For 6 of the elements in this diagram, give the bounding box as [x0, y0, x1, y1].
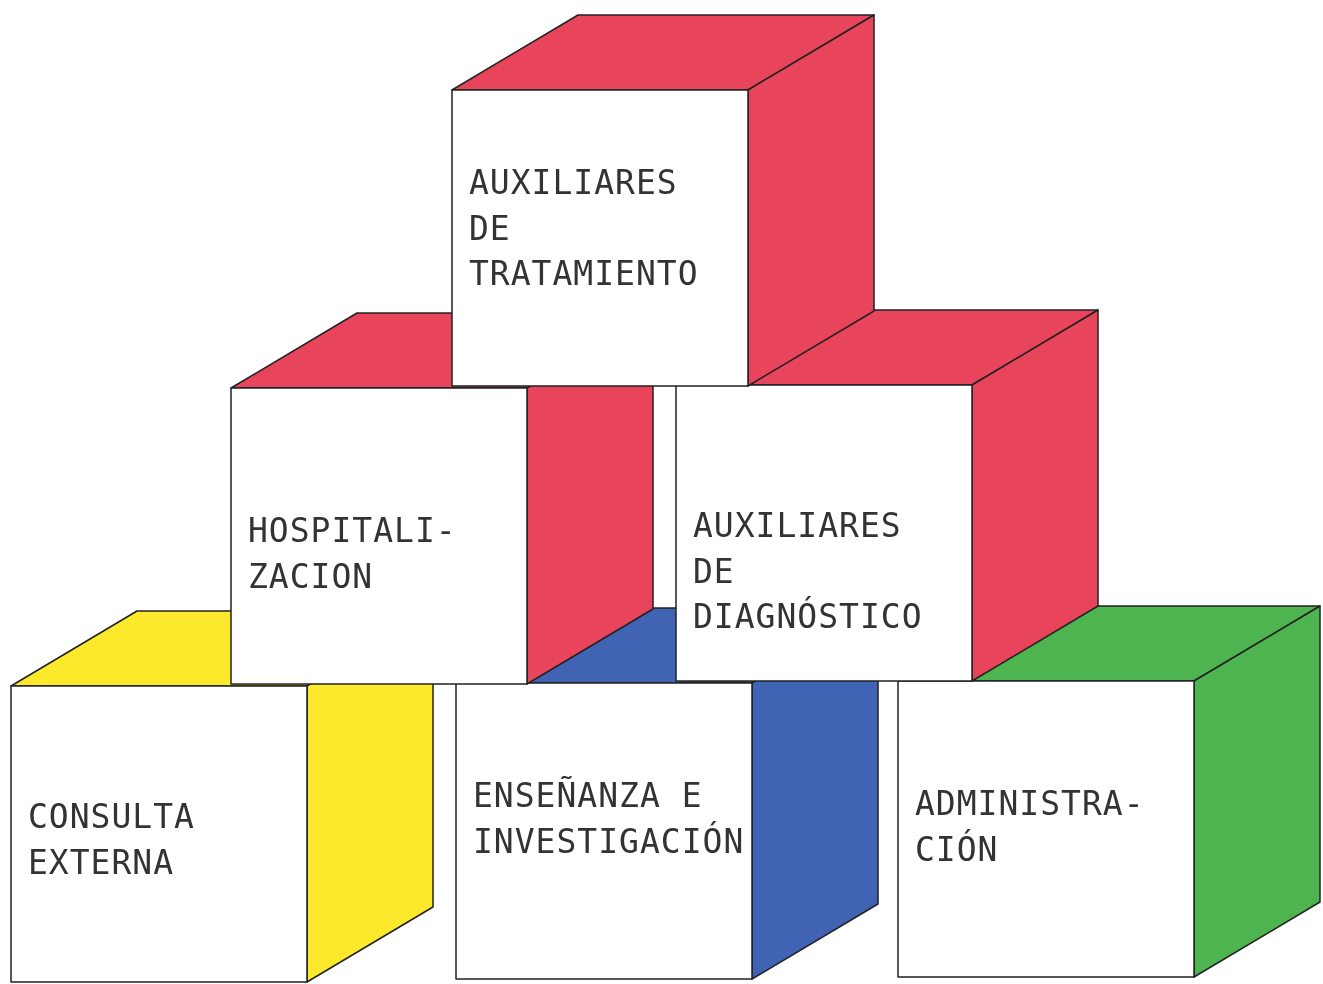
cube-label: AUXILIARES DE DIAGNÓSTICO [693, 505, 924, 639]
cube-label: ADMINISTRA- CIÓN [915, 783, 1146, 871]
cube-label: ENSEÑANZA E INVESTIGACIÓN [473, 775, 740, 863]
cube-label: HOSPITALI- ZACION [248, 510, 458, 598]
cube-label: AUXILIARES DE TRATAMIENTO [469, 162, 700, 296]
cube-label: CONSULTA EXTERNA [28, 796, 196, 884]
